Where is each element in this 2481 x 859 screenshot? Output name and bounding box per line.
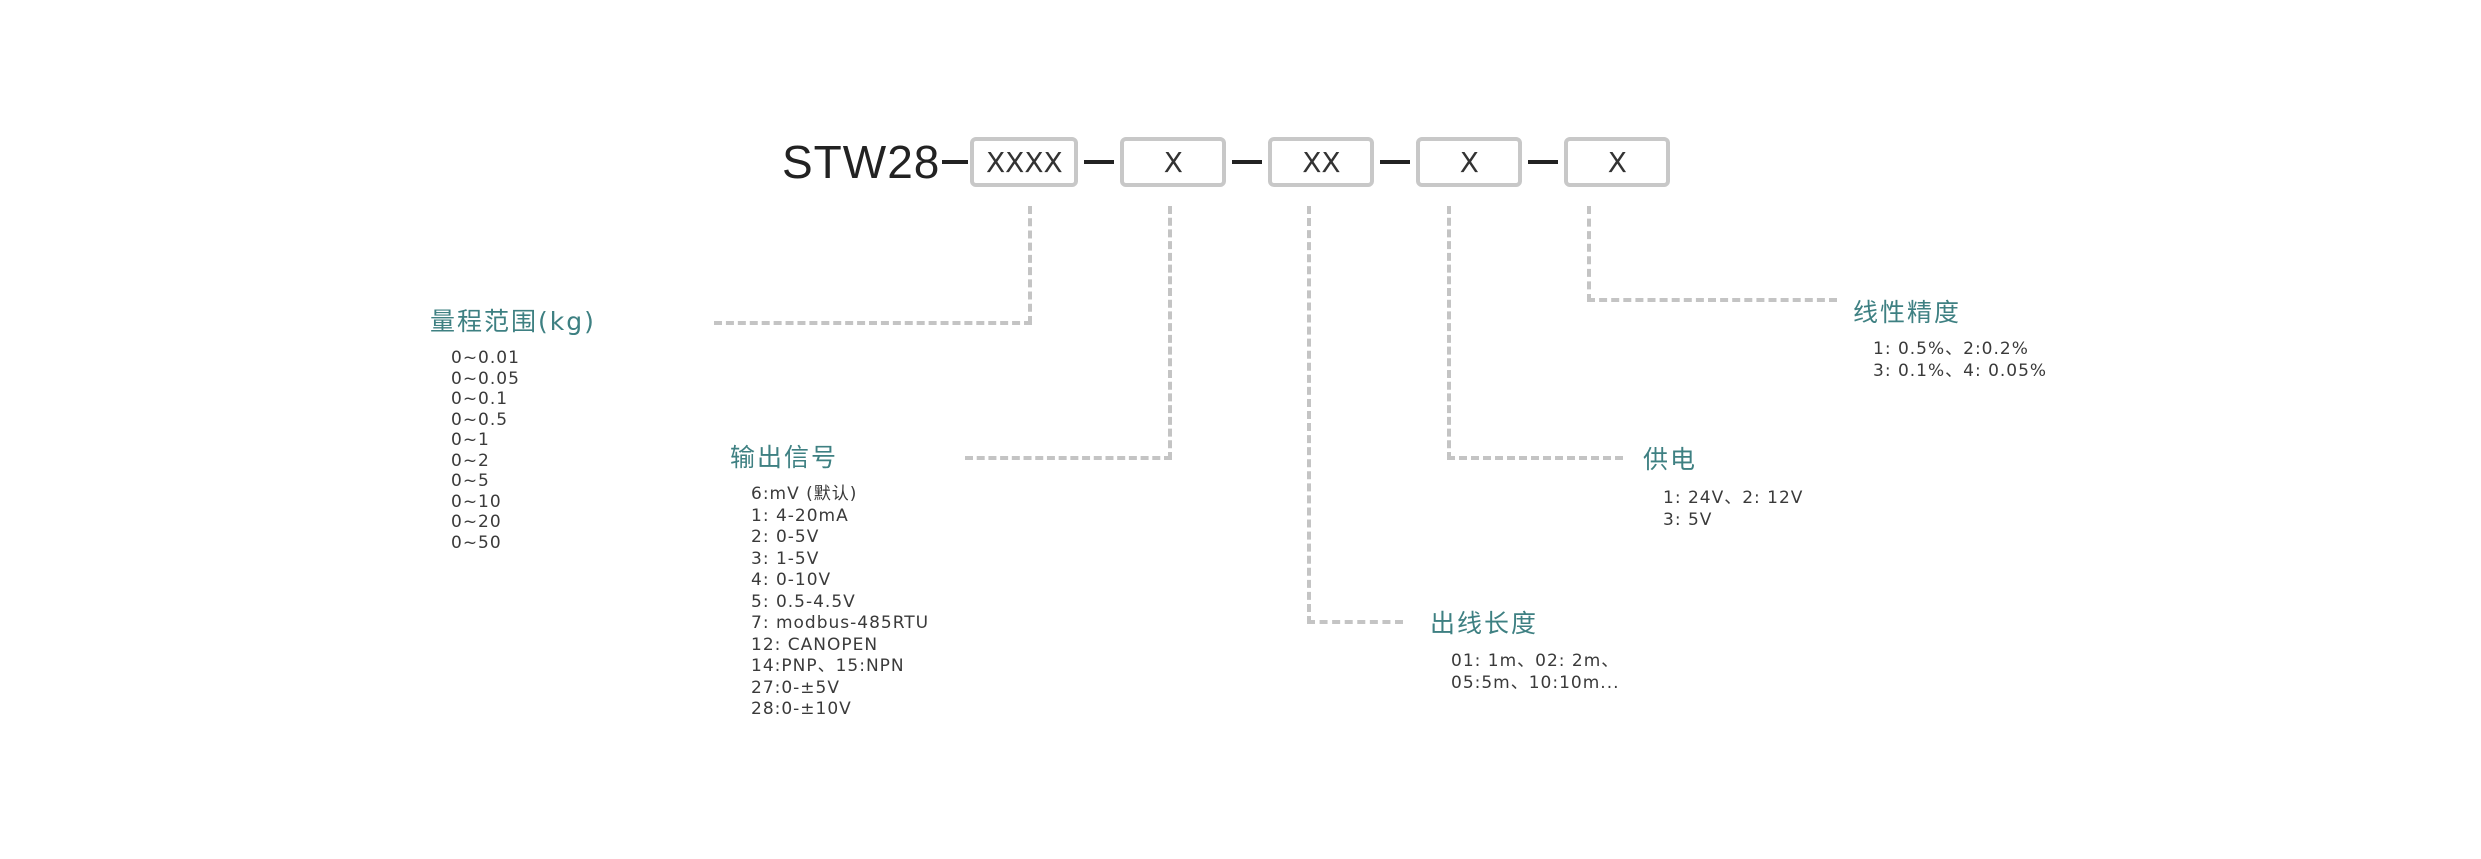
list-item: 05:5m、10:10m... xyxy=(1451,672,1620,693)
output-title: 输出信号 xyxy=(730,443,839,472)
list-item: 4: 0-10V xyxy=(751,570,832,590)
connector-cable-vertical xyxy=(1307,206,1311,624)
list-item: 3: 5V xyxy=(1663,509,1713,530)
list-item: 0~0.01 xyxy=(451,348,520,368)
list-item: 1: 4-20mA xyxy=(751,505,849,526)
model-prefix: STW28 xyxy=(782,136,941,188)
connector-output-vertical xyxy=(1168,206,1172,460)
accuracy-title: 线性精度 xyxy=(1853,298,1962,327)
separator-dash xyxy=(1084,160,1115,164)
list-item: 0~0.5 xyxy=(451,409,509,430)
list-item: 27:0-±5V xyxy=(751,677,840,698)
list-item: 0~10 xyxy=(451,491,502,512)
list-item: 12: CANOPEN xyxy=(751,634,879,655)
cable-list: 01: 1m、02: 2m、 05:5m、10:10m... xyxy=(1451,651,1620,694)
list-item: 3: 1-5V xyxy=(751,548,820,569)
connector-output-horizontal xyxy=(965,456,1172,460)
power-list: 1: 24V、2: 12V 3: 5V xyxy=(1663,488,1803,531)
connector-accuracy-vertical xyxy=(1587,206,1591,302)
list-item: 0~5 xyxy=(451,471,490,491)
separator-dash xyxy=(1232,160,1263,164)
segment-box-output: X xyxy=(1120,137,1227,187)
segment-box-range: XXXX xyxy=(970,137,1079,187)
output-list: 6:mV (默认) 1: 4-20mA 2: 0-5V 3: 1-5V 4: 0… xyxy=(751,484,929,721)
connector-range-horizontal xyxy=(714,321,1032,325)
separator-dash xyxy=(1380,160,1411,164)
list-item: 2: 0-5V xyxy=(751,527,820,547)
segment-box-power: X xyxy=(1416,137,1523,187)
list-item: 5: 0.5-4.5V xyxy=(751,591,856,612)
range-title: 量程范围(kg) xyxy=(430,307,596,336)
separator-dash xyxy=(942,160,969,164)
list-item: 0~0.1 xyxy=(451,389,509,409)
cable-title: 出线长度 xyxy=(1430,609,1539,638)
power-title: 供电 xyxy=(1643,445,1698,474)
list-item: 1: 0.5%、2:0.2% xyxy=(1873,339,2029,359)
list-item: 6:mV (默认) xyxy=(751,484,858,504)
list-item: 0~0.05 xyxy=(451,368,520,389)
list-item: 14:PNP、15:NPN xyxy=(751,656,905,676)
connector-power-vertical xyxy=(1447,206,1451,460)
list-item: 1: 24V、2: 12V xyxy=(1663,488,1804,508)
connector-range-vertical xyxy=(1028,206,1032,324)
list-item: 0~50 xyxy=(451,532,502,553)
list-item: 7: modbus-485RTU xyxy=(751,613,930,633)
list-item: 3: 0.1%、4: 0.05% xyxy=(1873,360,2048,381)
connector-cable-horizontal xyxy=(1307,620,1403,624)
list-item: 01: 1m、02: 2m、 xyxy=(1451,651,1620,671)
list-item: 28:0-±10V xyxy=(751,699,852,719)
segment-box-accuracy: X xyxy=(1564,137,1671,187)
separator-dash xyxy=(1528,160,1559,164)
connector-power-horizontal xyxy=(1447,456,1623,460)
list-item: 0~2 xyxy=(451,450,490,471)
list-item: 0~20 xyxy=(451,512,502,532)
segment-box-cable: XX xyxy=(1268,137,1375,187)
connector-accuracy-horizontal xyxy=(1587,298,1837,302)
list-item: 0~1 xyxy=(451,430,490,450)
accuracy-list: 1: 0.5%、2:0.2% 3: 0.1%、4: 0.05% xyxy=(1873,339,2047,382)
model-code: STW28 XXXX X XX X X xyxy=(782,136,1671,188)
range-list: 0~0.01 0~0.05 0~0.1 0~0.5 0~1 0~2 0~5 0~… xyxy=(451,348,520,553)
